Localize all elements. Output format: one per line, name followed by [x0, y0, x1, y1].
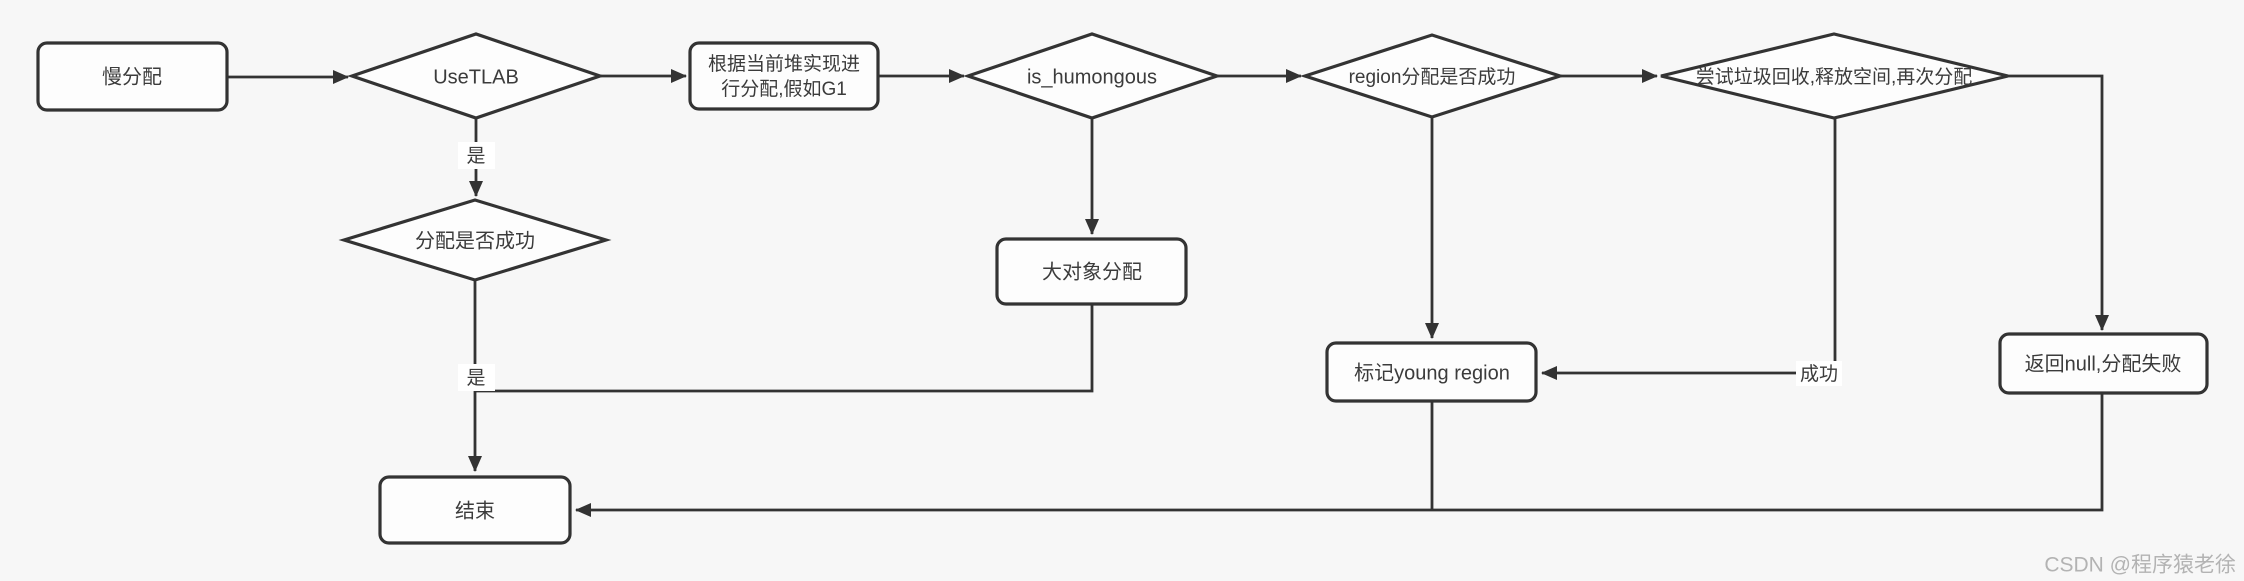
mark-young-box [1325, 341, 1538, 403]
edges [227, 69, 2109, 517]
node-region-alloc: region分配是否成功 [1299, 33, 1566, 119]
heap-impl-box [688, 41, 880, 111]
slow-alloc-label: 慢分配 [102, 65, 162, 88]
edge-return-null-to-end [575, 393, 2104, 517]
gc-retry-diamond [1660, 32, 2009, 120]
edge-label-bg [1796, 361, 1842, 386]
node-end: 结束 [378, 475, 572, 545]
alloc-success-label: 分配是否成功 [415, 229, 535, 252]
node-is-humongous: is_humongous [963, 32, 1223, 120]
edge-label-text: 是 [466, 368, 485, 389]
edge-label-gc-success: 成功 [1796, 361, 1842, 386]
edge-label-bg [458, 364, 495, 391]
region-alloc-diamond [1299, 33, 1566, 119]
slow-alloc-box [36, 41, 229, 112]
node-gc-retry: 尝试垃圾回收,释放空间,再次分配 [1660, 32, 2009, 120]
end-box [378, 475, 572, 545]
edge-big-object-to-junction [476, 304, 1094, 393]
mark-young-label: 标记young region [1354, 361, 1510, 384]
node-big-object: 大对象分配 [995, 237, 1188, 306]
edge-gc-retry-to-return-null [2008, 74, 2109, 331]
is-humongous-label: is_humongous [1027, 66, 1157, 88]
end-label: 结束 [455, 499, 495, 522]
use-tlab-label: UseTLAB [433, 66, 519, 88]
csdn-watermark: CSDN @程序猿老徐 [2044, 554, 2236, 577]
return-null-box [1998, 332, 2209, 395]
edge-gc-retry-to-mark-young [1541, 118, 1837, 380]
node-heap-impl: 根据当前堆实现进 行分配,假如G1 [688, 41, 880, 111]
node-slow-alloc: 慢分配 [36, 41, 229, 112]
node-return-null: 返回null,分配失败 [1998, 332, 2209, 395]
gc-retry-label: 尝试垃圾回收,释放空间,再次分配 [1696, 66, 1973, 88]
heap-impl-label-line1: 根据当前堆实现进 [708, 53, 860, 75]
edge-label-text: 是 [466, 146, 485, 167]
is-humongous-diamond [963, 32, 1223, 120]
node-alloc-success: 分配是否成功 [338, 198, 612, 282]
heap-impl-label-line2: 行分配,假如G1 [721, 78, 847, 100]
edge-label-usetlab-yes: 是 [458, 142, 495, 169]
edge-label-bg [458, 142, 495, 169]
big-object-label: 大对象分配 [1042, 260, 1142, 283]
return-null-label: 返回null,分配失败 [2025, 352, 2182, 375]
edge-label-text: 成功 [1800, 363, 1838, 385]
use-tlab-diamond [347, 32, 605, 120]
region-alloc-label: region分配是否成功 [1349, 66, 1516, 88]
edge-label-alloc-success-yes: 是 [458, 364, 495, 391]
alloc-success-diamond [338, 198, 612, 282]
node-use-tlab: UseTLAB [347, 32, 605, 120]
node-mark-young: 标记young region [1325, 341, 1538, 403]
big-object-box [995, 237, 1188, 306]
